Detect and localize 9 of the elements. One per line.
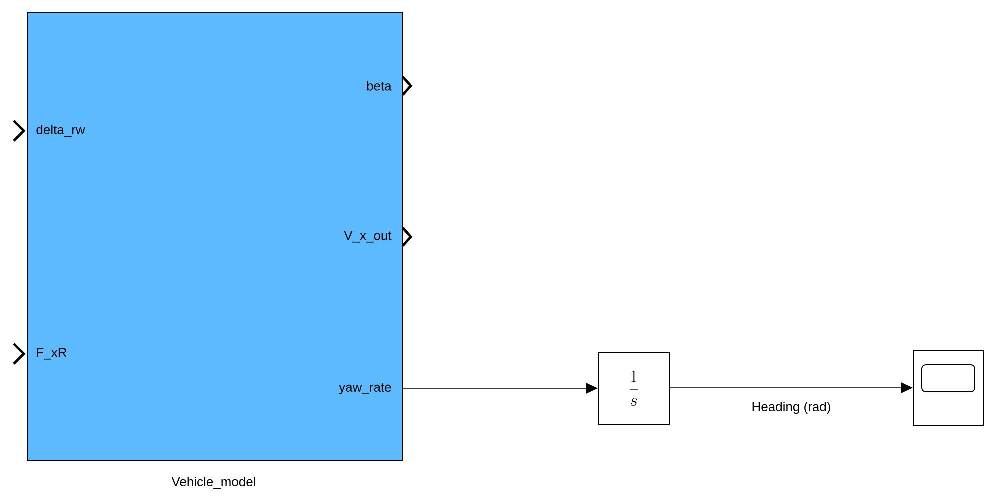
port-label: yaw_rate xyxy=(339,383,392,395)
port-label: F_xR xyxy=(37,348,67,360)
port-label: V_x_out xyxy=(344,231,392,243)
integrator-block: $\frac{1}{s}$ xyxy=(598,352,670,425)
scope-block xyxy=(913,350,984,426)
port-label: beta xyxy=(367,81,392,91)
port-label: delta_rw xyxy=(36,125,86,137)
edge-label: Heading (rad) xyxy=(752,402,830,414)
block-name: Vehicle_model xyxy=(172,477,256,490)
